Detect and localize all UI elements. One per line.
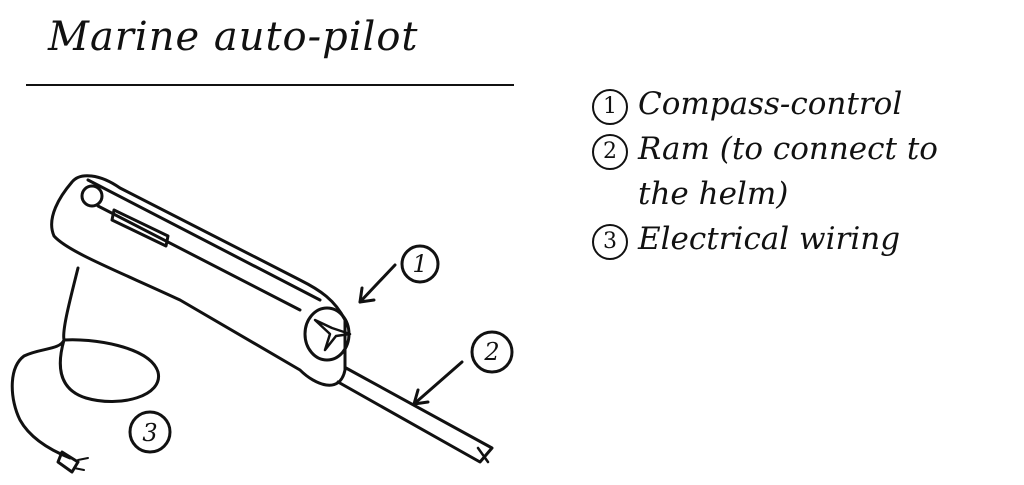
legend-item-wiring: 3 Electrical wiring (592, 217, 1012, 262)
display-slot (110, 208, 170, 248)
callout-1-circle (400, 244, 440, 284)
title-underline (26, 84, 514, 86)
callout-3-circle (128, 410, 172, 454)
callout-3-label: 3 (142, 419, 157, 447)
knob-circle (80, 184, 104, 208)
legend-num-2: 2 (592, 133, 628, 170)
autopilot-body (50, 174, 347, 387)
plug (56, 450, 80, 474)
legend-text-3: Electrical wiring (638, 220, 901, 257)
legend-text-2-line2: the helm) (638, 175, 789, 212)
callout-2-arrow (412, 360, 464, 406)
star-mark (313, 318, 352, 352)
legend: 1 Compass-control 2 Ram (to connect to t… (592, 82, 1012, 262)
legend-text-2: Ram (to connect to the helm) (638, 127, 938, 217)
ram-rod (336, 366, 494, 464)
electrical-wire (10, 266, 160, 460)
page-title: Marine auto-pilot (48, 14, 419, 60)
callout-1-label: 1 (412, 250, 427, 278)
callout-2-circle (470, 330, 514, 374)
legend-text-1: Compass-control (638, 86, 903, 122)
legend-item-ram: 2 Ram (to connect to the helm) (592, 127, 1012, 217)
legend-item-compass: 1 Compass-control (592, 82, 1012, 127)
callout-1-arrow (358, 263, 397, 304)
callout-2-label: 2 (483, 338, 499, 366)
legend-num-3: 3 (592, 223, 628, 260)
legend-num-1: 1 (592, 89, 628, 125)
legend-text-2-line1: Ram (to connect to (638, 130, 938, 167)
